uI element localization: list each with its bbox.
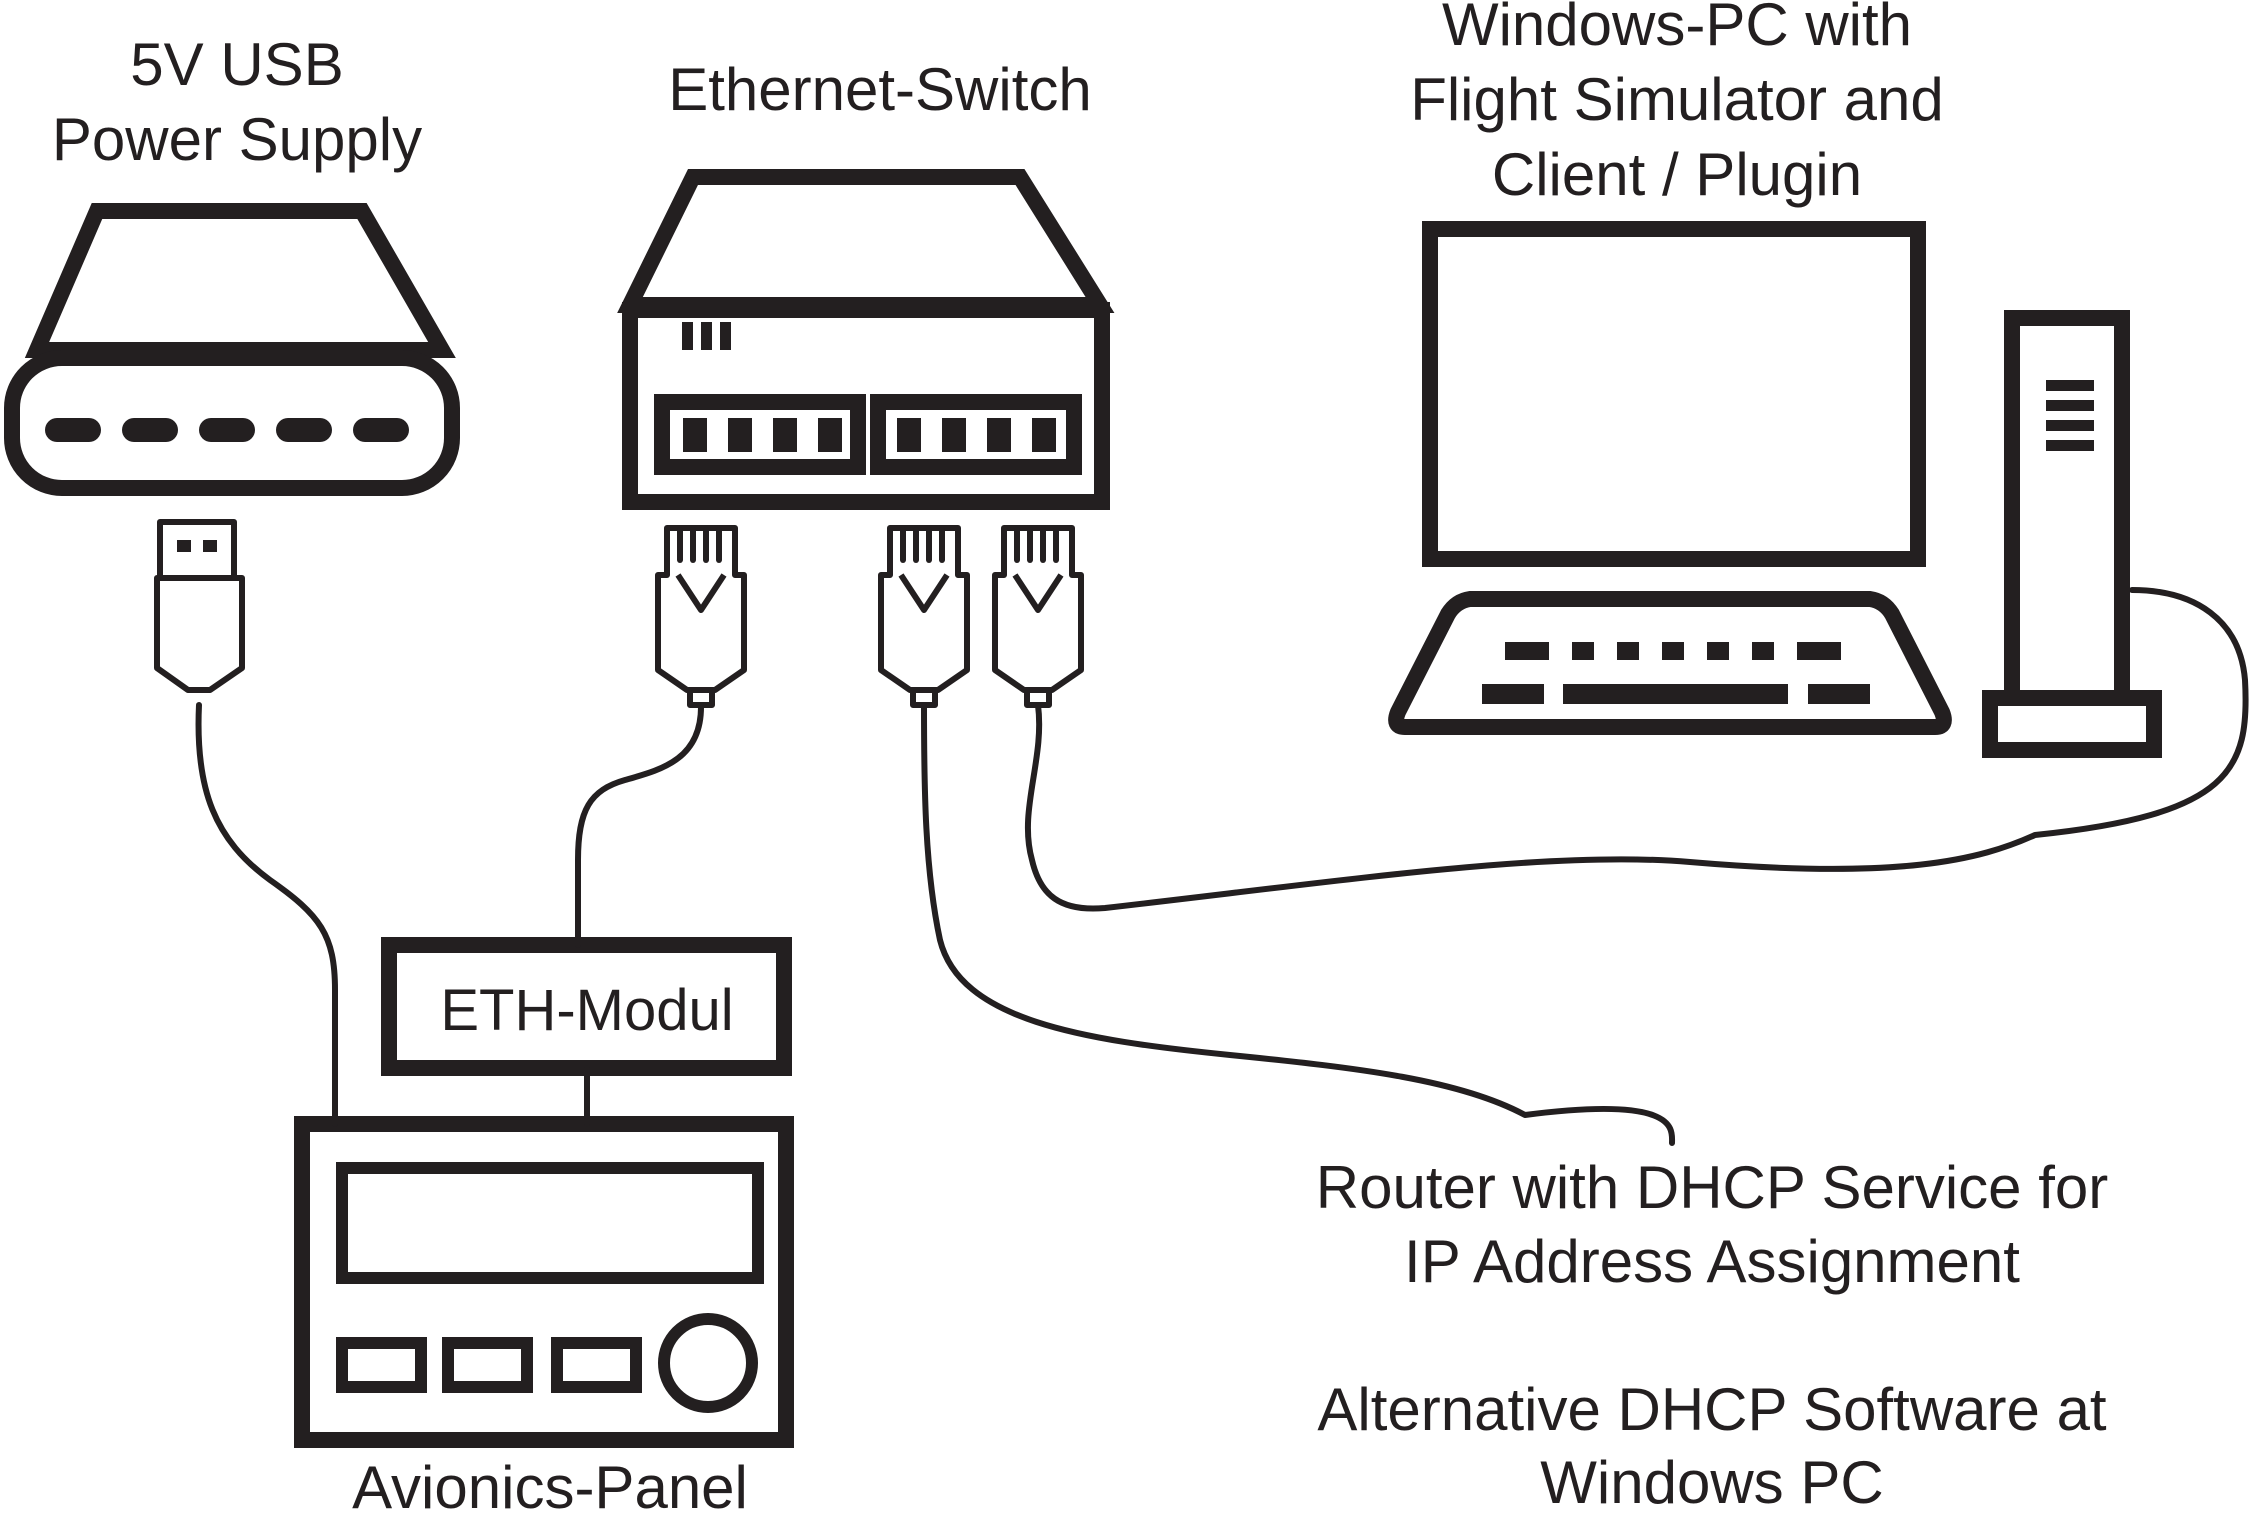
keyboard-icon xyxy=(1388,591,1952,735)
avionics-label: Avionics-Panel xyxy=(352,1454,748,1513)
power-supply-label-line2: Power Supply xyxy=(52,106,422,173)
pc-label-line2: Flight Simulator and xyxy=(1410,66,1944,133)
ethernet-switch-icon xyxy=(617,169,1115,510)
router-label-line2: IP Address Assignment xyxy=(1404,1228,2020,1295)
rj45-plug-icon xyxy=(655,525,747,708)
rj45-plug-icon xyxy=(992,525,1084,708)
pc-label-line1: Windows-PC with xyxy=(1442,0,1912,58)
alternative-label-line2: Windows PC xyxy=(1540,1449,1883,1513)
avionics-panel-icon xyxy=(294,1116,794,1448)
eth-module-label: ETH-Modul xyxy=(440,978,733,1043)
monitor-icon xyxy=(1422,221,1926,567)
switch-label: Ethernet-Switch xyxy=(668,56,1092,123)
router-label-line1: Router with DHCP Service for xyxy=(1316,1154,2108,1221)
pc-tower-icon xyxy=(1982,310,2162,758)
power-bank-icon xyxy=(4,203,460,496)
usb-plug-icon xyxy=(154,519,245,693)
cables xyxy=(195,587,2249,1146)
pc-label-line3: Client / Plugin xyxy=(1492,141,1862,208)
alternative-label-line1: Alternative DHCP Software at xyxy=(1317,1376,2107,1443)
power-supply-label-line1: 5V USB xyxy=(130,31,343,98)
rj45-plug-icon xyxy=(878,525,970,708)
